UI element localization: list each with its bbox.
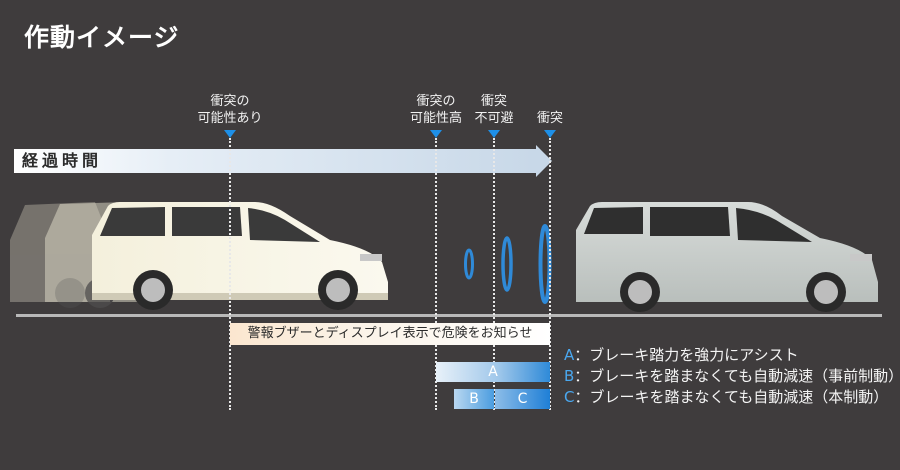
marker-label-collision-possible: 衝突の 可能性あり xyxy=(197,93,262,127)
legend-item: A：ブレーキ踏力を強力にアシスト xyxy=(564,345,900,366)
legend-item: C：ブレーキを踏まなくても自動減速（本制動） xyxy=(564,387,900,408)
road-line xyxy=(16,314,882,317)
marker-label-collision-unavoidable: 衝突 不可避 xyxy=(474,93,513,127)
legend-key: A xyxy=(564,346,575,364)
marker-label-line: 可能性高 xyxy=(409,111,463,126)
brake-assist-bar-a: A xyxy=(436,362,550,382)
warning-alert-banner: 警報ブザーとディスプレイ表示で危険をお知らせ xyxy=(230,323,550,345)
page-title: 作動イメージ xyxy=(24,23,180,52)
marker-triangle-icon xyxy=(544,130,556,138)
legend-text: ：ブレーキを踏まなくても自動減速（本制動） xyxy=(574,388,889,406)
moving-van-illustration xyxy=(10,202,388,310)
legend-key: C xyxy=(564,388,575,406)
marker-label-line: 不可避 xyxy=(474,111,514,126)
legend-key: B xyxy=(564,367,575,385)
radar-wave-icon xyxy=(464,224,552,304)
timeline-guide-line xyxy=(229,138,231,410)
marker-label-line: 衝突 xyxy=(480,94,508,109)
marker-label-collision-likely: 衝突の 可能性高 xyxy=(410,93,462,127)
marker-label-line: 可能性あり xyxy=(197,111,263,126)
marker-label-collision: 衝突 xyxy=(537,110,563,127)
marker-label-line: 衝突 xyxy=(536,111,564,126)
marker-triangle-icon xyxy=(488,130,500,138)
legend: A：ブレーキ踏力を強力にアシスト B：ブレーキを踏まなくても自動減速（事前制動）… xyxy=(564,345,900,408)
main-braking-bar-c: C xyxy=(495,389,550,409)
legend-text: ：ブレーキを踏まなくても自動減速（事前制動） xyxy=(574,367,900,385)
timeline-guide-line xyxy=(435,138,437,410)
marker-label-line: 衝突の xyxy=(210,94,250,109)
legend-text: ：ブレーキ踏力を強力にアシスト xyxy=(574,346,799,364)
legend-item: B：ブレーキを踏まなくても自動減速（事前制動） xyxy=(564,366,900,387)
elapsed-time-bar xyxy=(14,149,536,173)
marker-triangle-icon xyxy=(224,130,236,138)
timeline-guide-line xyxy=(493,138,495,410)
marker-triangle-icon xyxy=(430,130,442,138)
elapsed-time-arrowhead xyxy=(536,145,552,177)
marker-label-line: 衝突の xyxy=(416,94,456,109)
pre-braking-bar-b: B xyxy=(454,389,494,409)
stationary-van-illustration xyxy=(576,202,878,312)
elapsed-time-label: 経過時間 xyxy=(22,151,103,170)
timeline-guide-line xyxy=(549,138,551,410)
